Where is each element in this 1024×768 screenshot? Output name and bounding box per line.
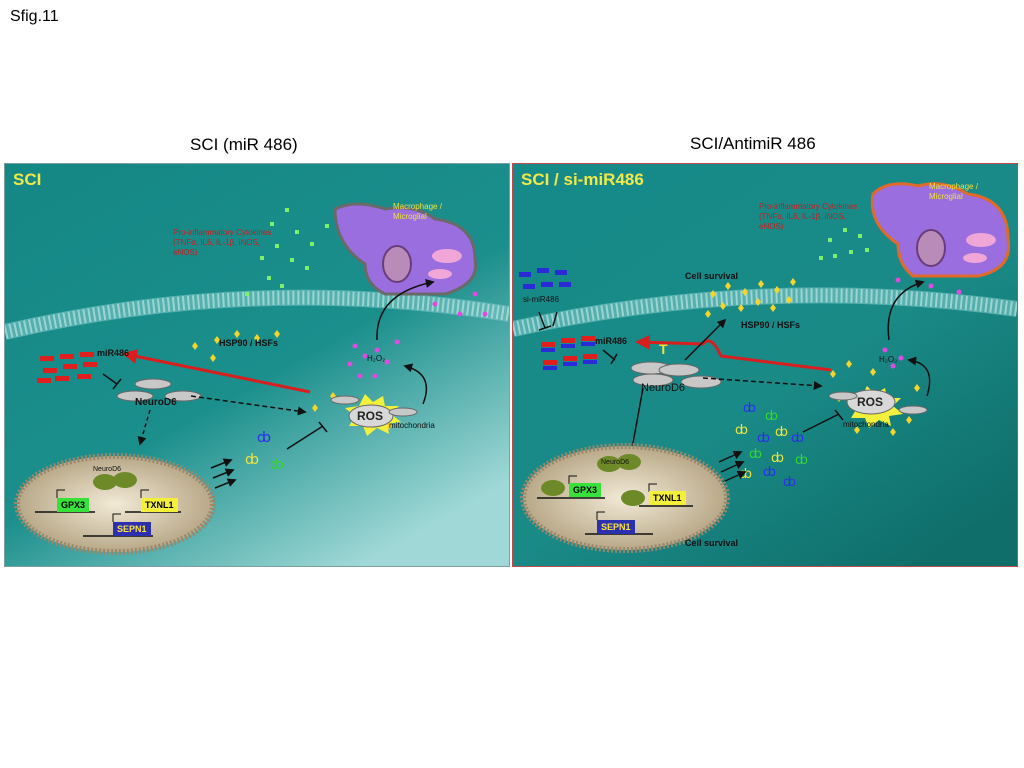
left-diagram-panel: ȸ ȸ ȸ SCI Macrophage / Microglial Pro-in… [4,163,510,567]
macrophage-vesicle [432,249,462,263]
macrophage-nucleus [383,246,411,282]
svg-text:ȸ: ȸ [763,465,776,480]
right-panel-title: SCI / si-miR486 [521,170,644,190]
left-hsp-label: HSP90 / HSFs [219,338,278,348]
right-hsp-label: HSP90 / HSFs [741,320,800,330]
right-mirna-label: miR486 [595,336,627,346]
cell-survival-bottom-label: Cell survival [685,538,738,548]
svg-text:ȸ: ȸ [257,430,271,446]
right-sepn1-gene: SEPN1 [597,520,635,534]
right-txnl1-gene: TXNL1 [649,491,686,505]
svg-text:ȸ: ȸ [791,431,804,446]
macrophage-vesicle [428,269,452,279]
left-sepn1-gene: SEPN1 [113,522,151,536]
svg-text:ȸ: ȸ [270,457,284,473]
right-cytokines-label: Pro-inflammatory Cytokines (TNFα, IL6, I… [759,202,869,232]
left-neurod6-label: NeuroD6 [135,397,177,408]
left-macrophage-label: Macrophage / Microglial [393,202,463,222]
right-gpx3-gene: GPX3 [569,483,601,497]
left-panel-title: SCI [13,170,41,190]
svg-text:ȸ: ȸ [245,452,259,468]
svg-text:ȸ: ȸ [783,475,796,490]
left-txnl1-gene: TXNL1 [141,498,178,512]
left-heading: SCI (miR 486) [190,135,298,155]
right-neurod6-label: NeuroD6 [641,382,685,394]
svg-text:ȸ: ȸ [743,401,756,416]
svg-text:ȸ: ȸ [765,409,778,424]
svg-text:ȸ: ȸ [771,451,784,466]
right-macrophage-label: Macrophage / Microglial [929,182,999,202]
si-mirna-label: si-miR486 [523,295,559,304]
left-ros-label: ROS [357,409,383,423]
left-mirna-label: miR486 [97,348,129,358]
right-mitochondria-label: mitochondria [843,420,889,429]
left-gpx3-gene: GPX3 [57,498,89,512]
left-h2o2-label: H₂O₂ [367,354,385,363]
svg-text:ȸ: ȸ [735,423,748,438]
svg-text:ȸ: ȸ [749,447,762,462]
cell-survival-top-label: Cell survival [685,271,738,281]
svg-text:ȸ: ȸ [757,431,770,446]
right-h2o2-label: H₂O₂ [879,355,897,364]
right-neurod6-nucleus-label: NeuroD6 [601,459,629,466]
left-cytokines-label: Pro-inflammatory Cytokines (TNFα, IL6, I… [173,228,283,258]
right-heading: SCI/AntimiR 486 [690,134,816,154]
svg-text:ȸ: ȸ [795,453,808,468]
slide-label: Sfig.11 [10,8,59,26]
svg-text:T: T [659,341,668,357]
svg-text:ȸ: ȸ [775,425,788,440]
left-mitochondria-label: mitochondria [389,421,435,430]
left-neurod6-nucleus-label: NeuroD6 [93,466,121,473]
right-ros-label: ROS [857,395,883,409]
